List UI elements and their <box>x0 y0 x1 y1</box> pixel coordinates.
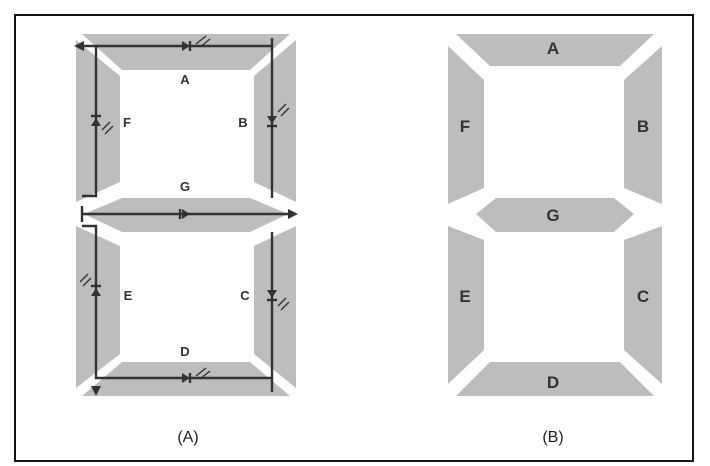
panel-a-led-f <box>91 114 114 135</box>
panel-b: A B C D E F G (B) <box>448 34 662 446</box>
panel-a-arrow-right <box>288 209 298 219</box>
panel-b-label-e: E <box>459 287 470 306</box>
panel-a-segment-b <box>254 40 296 202</box>
panel-b-segment-e <box>448 226 484 384</box>
panel-a-led-b <box>267 103 290 128</box>
panel-a-label-d: D <box>180 344 189 359</box>
panel-b-segment-b <box>624 46 662 204</box>
panel-b-label-d: D <box>547 373 559 392</box>
panel-a-segment-c <box>254 226 296 388</box>
panel-a-segment-a <box>82 34 290 70</box>
panel-a-led-e <box>79 273 101 296</box>
panel-a-label-c: C <box>240 288 250 303</box>
panel-a-caption: (A) <box>177 429 198 446</box>
panel-a-segment-f <box>76 40 120 202</box>
panel-a-led-a <box>182 35 211 51</box>
panel-a: A B C D E F G (A) <box>74 34 298 446</box>
panel-a-led-g <box>178 209 190 219</box>
panel-b-label-f: F <box>460 117 470 136</box>
panel-a-led-c <box>267 290 290 311</box>
panel-b-label-a: A <box>547 39 559 58</box>
panel-a-arrow-down <box>91 386 101 396</box>
panel-b-caption: (B) <box>542 429 563 446</box>
panel-a-led-d <box>182 367 211 383</box>
panel-a-label-a: A <box>180 72 190 87</box>
panel-b-label-b: B <box>637 117 649 136</box>
panel-b-segment-c <box>624 226 662 384</box>
panel-a-label-b: B <box>238 115 247 130</box>
panel-b-segment-f <box>448 46 484 204</box>
panel-b-segment-a <box>456 34 654 66</box>
panel-a-label-g: G <box>180 179 190 194</box>
panel-b-segment-d <box>456 362 654 396</box>
panel-a-label-f: F <box>123 115 131 130</box>
panel-a-label-e: E <box>124 288 133 303</box>
panel-b-segment-g <box>476 198 634 232</box>
panel-a-arrow-left <box>74 41 84 51</box>
panel-b-label-g: G <box>546 206 559 225</box>
panel-a-segment-e <box>76 226 120 388</box>
panel-b-label-c: C <box>637 287 649 306</box>
